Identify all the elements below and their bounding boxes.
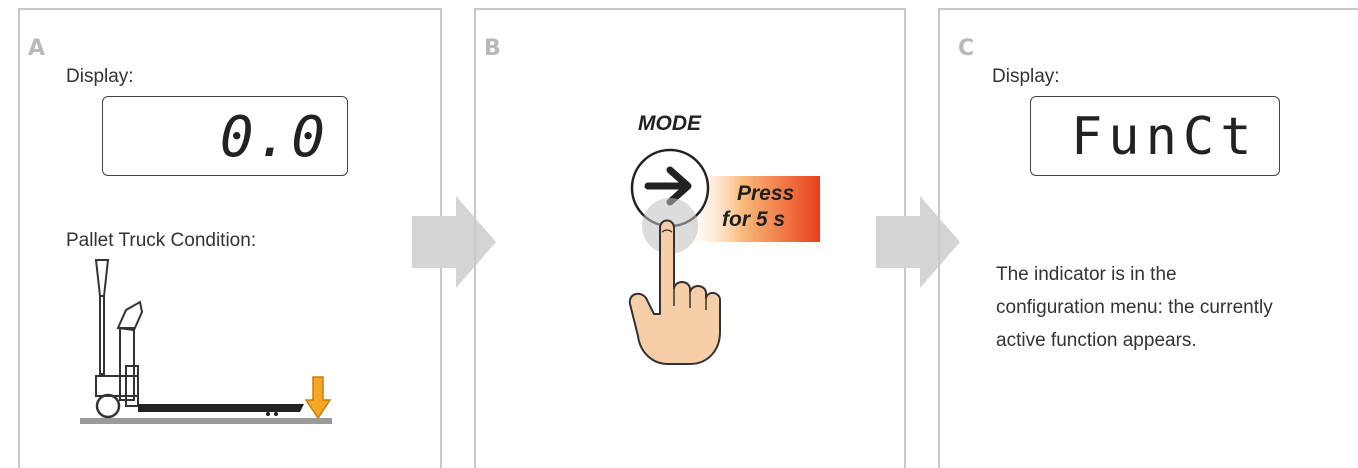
- panel-c-description: The indicator is in the configuration me…: [996, 258, 1356, 357]
- arrow-right-icon: [644, 166, 692, 206]
- panel-a-letter: A: [28, 36, 46, 61]
- down-arrow-icon: [305, 376, 331, 420]
- press-line-2: for 5 s: [722, 208, 786, 231]
- lcd-value: FunCt: [1071, 107, 1258, 167]
- panel-c-letter: C: [958, 36, 975, 61]
- press-line-1: Press: [737, 182, 795, 205]
- panel-a-lcd: 0.0: [102, 96, 348, 176]
- description-line: The indicator is in the: [996, 264, 1177, 285]
- pallet-truck-icon: [80, 259, 332, 424]
- pallet-condition-label: Pallet Truck Condition:: [66, 230, 257, 251]
- panel-a-display-label: Display:: [66, 66, 134, 87]
- panel-c-display-label: Display:: [992, 66, 1060, 87]
- panel-b-letter: B: [484, 36, 501, 61]
- description-line: configuration menu: the currently: [996, 297, 1273, 318]
- panel-c: [938, 8, 1358, 468]
- hand-pointer-icon: [628, 198, 721, 365]
- description-line: active function appears.: [996, 330, 1197, 351]
- mode-button-label: MODE: [638, 112, 701, 135]
- panel-c-lcd: FunCt: [1030, 96, 1280, 176]
- lcd-value: 0.0: [219, 105, 327, 170]
